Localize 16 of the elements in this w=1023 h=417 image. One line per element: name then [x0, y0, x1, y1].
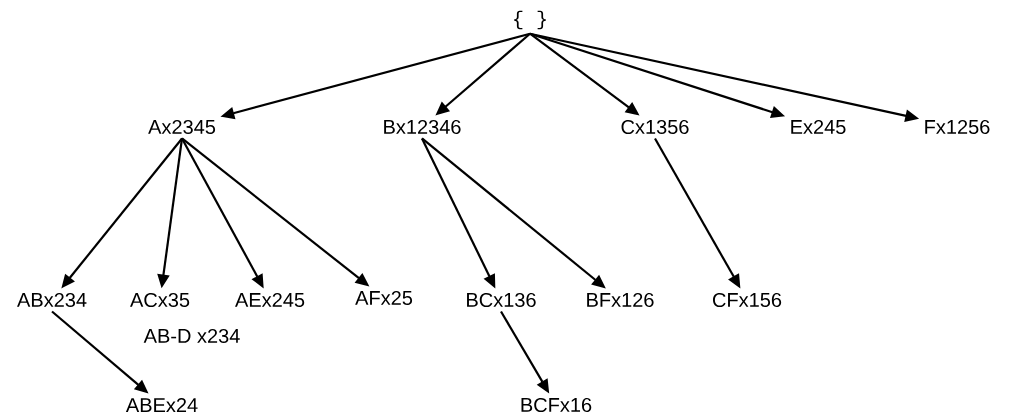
- node-label: AEx245: [235, 292, 305, 308]
- node-label: BFx126: [587, 292, 654, 308]
- node-label: Bx12346: [384, 119, 461, 135]
- node-label: Cx1356: [621, 119, 689, 135]
- node-label: BCFx16: [521, 397, 592, 413]
- node-label: CFx156: [713, 292, 782, 308]
- node-label: ACx35: [130, 292, 190, 308]
- node-label: Ex245: [791, 119, 846, 135]
- text-label: AB-D x234: [143, 328, 240, 344]
- node-label: BCx136: [467, 292, 536, 308]
- node-label: Fx1256: [925, 119, 990, 135]
- node-label: ABx234: [17, 292, 87, 308]
- node-label: AFx25: [355, 290, 413, 306]
- node-label: Ax2345: [148, 119, 216, 135]
- root-label: { }: [514, 10, 546, 30]
- node-label: ABEx24: [125, 398, 198, 412]
